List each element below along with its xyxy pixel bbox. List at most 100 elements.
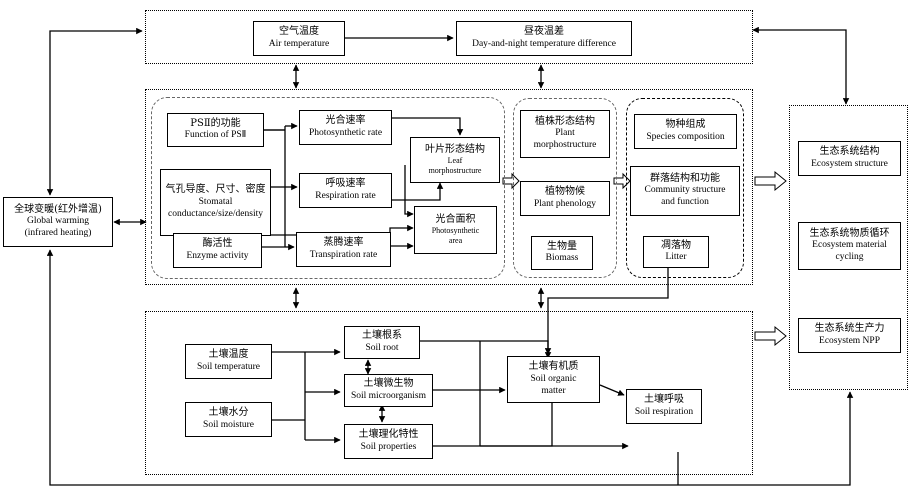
ecosystem-structure-box: 生态系统结构 Ecosystem structure (798, 141, 901, 176)
respiration-rate-box: 呼吸速率 Respiration rate (299, 173, 392, 208)
enzyme-activity-box: 酶活性 Enzyme activity (173, 233, 262, 268)
soil-organic-matter-zh: 土壤有机质 (528, 361, 579, 373)
leaf-morphostructure-zh: 叶片形态结构 (425, 143, 485, 155)
enzyme-activity-zh: 酶活性 (202, 238, 233, 250)
day-night-diff-en: Day-and-night temperature difference (472, 38, 616, 49)
ecosystem-cycling-zh: 生态系统物质循环 (809, 227, 890, 239)
species-composition-box: 物种组成 Species composition (634, 114, 737, 149)
hollow-arrow-4 (754, 325, 787, 347)
soil-respiration-box: 土壤呼吸 Soil respiration (626, 389, 702, 424)
plant-morphostructure-en-2: morphostructure (533, 140, 597, 151)
species-composition-en: Species composition (646, 131, 725, 142)
biomass-en: Biomass (545, 253, 579, 264)
soil-temperature-en: Soil temperature (196, 361, 261, 372)
day-night-diff-box: 昼夜温差 Day-and-night temperature differenc… (456, 21, 632, 56)
plant-panel (145, 89, 753, 285)
ecosystem-cycling-en-2: cycling (835, 252, 864, 263)
soil-properties-en: Soil properties (360, 441, 417, 452)
biomass-zh: 生物量 (547, 240, 577, 252)
plant-phenology-zh: 植物物候 (545, 186, 585, 198)
litter-box: 凋落物 Litter (643, 236, 709, 268)
global-warming-en-1: Global warming (26, 216, 89, 227)
soil-microorganism-zh: 土壤微生物 (363, 378, 414, 390)
biomass-box: 生物量 Biomass (531, 236, 593, 270)
soil-respiration-zh: 土壤呼吸 (644, 394, 684, 406)
psii-function-zh: PSⅡ的功能 (190, 117, 241, 129)
ecosystem-npp-box: 生态系统生产力 Ecosystem NPP (798, 318, 901, 353)
psii-function-en: Function of PSⅡ (184, 130, 247, 141)
photosynthetic-area-en-2: area (448, 236, 463, 246)
air-temperature-zh: 空气温度 (279, 26, 319, 38)
leaf-morphostructure-en-2: morphostructure (428, 166, 482, 176)
leaf-morphostructure-en-1: Leaf (447, 156, 463, 166)
species-composition-zh: 物种组成 (665, 119, 706, 131)
soil-panel (145, 311, 753, 475)
day-night-diff-zh: 昼夜温差 (524, 26, 564, 38)
physiology-group (151, 97, 505, 279)
plant-morphostructure-en-1: Plant (555, 128, 575, 139)
morphology-group (513, 98, 617, 278)
climate-panel (145, 10, 753, 64)
psii-function-box: PSⅡ的功能 Function of PSⅡ (167, 113, 264, 147)
community-structure-en-1: Community structure (644, 185, 726, 196)
soil-temperature-zh: 土壤温度 (208, 349, 249, 361)
arrow-global-to-soil (46, 249, 854, 486)
photosynthetic-rate-box: 光合速率 Photosynthetic rate (299, 110, 392, 145)
transpiration-rate-box: 蒸腾速率 Transpiration rate (296, 232, 391, 267)
soil-microorganism-box: 土壤微生物 Soil microorganism (344, 374, 433, 407)
soil-moisture-en: Soil moisture (203, 419, 254, 430)
community-structure-zh: 群落结构和功能 (650, 172, 720, 184)
arrow-resp-to-leaf (392, 182, 444, 201)
transpiration-rate-zh: 蒸腾速率 (323, 237, 364, 249)
arrow-top-to-eco (752, 26, 850, 105)
soil-properties-box: 土壤理化特性 Soil properties (344, 424, 433, 459)
soil-root-box: 土壤根系 Soil root (344, 326, 420, 359)
ecosystem-cycling-box: 生态系统物质循环 Ecosystem material cycling (798, 222, 901, 270)
photosynthetic-area-en-1: Photosynthetic (431, 226, 480, 236)
plant-phenology-box: 植物物候 Plant phenology (520, 181, 610, 216)
soil-moisture-zh: 土壤水分 (208, 407, 249, 419)
soil-organic-matter-en-2: matter (541, 385, 566, 396)
soil-moisture-box: 土壤水分 Soil moisture (185, 402, 272, 437)
stomatal-zh: 气孔导度、尺寸、密度 (165, 184, 266, 196)
air-temperature-en: Air temperature (268, 38, 330, 49)
hollow-arrow-3 (754, 170, 787, 192)
stomatal-en-1: Stomatal (198, 196, 233, 207)
soil-respiration-en: Soil respiration (634, 406, 694, 417)
respiration-rate-zh: 呼吸速率 (325, 178, 366, 190)
respiration-rate-en: Respiration rate (315, 190, 376, 201)
photosynthetic-rate-zh: 光合速率 (325, 115, 366, 127)
community-structure-en-2: and function (661, 197, 709, 208)
arrow-leaf-to-area (404, 165, 414, 218)
air-temperature-box: 空气温度 Air temperature (253, 21, 345, 56)
photosynthetic-rate-en: Photosynthetic rate (308, 127, 383, 138)
soil-root-en: Soil root (365, 342, 399, 353)
enzyme-activity-en: Enzyme activity (186, 250, 249, 261)
litter-en: Litter (665, 252, 687, 263)
arrow-litter-to-som (544, 268, 669, 359)
arrow-photo-to-leaf (392, 117, 464, 136)
ecosystem-npp-zh: 生态系统生产力 (814, 323, 885, 335)
global-warming-box: 全球变暖(红外增温) Global warming (infrared heat… (3, 197, 113, 247)
photosynthetic-area-zh: 光合面积 (435, 213, 476, 225)
soil-root-zh: 土壤根系 (362, 330, 402, 342)
plant-morphostructure-box: 植株形态结构 Plant morphostructure (520, 110, 610, 158)
stomatal-box: 气孔导度、尺寸、密度 Stomatal conductance/size/den… (160, 169, 271, 236)
soil-properties-zh: 土壤理化特性 (358, 429, 419, 441)
soil-organic-matter-box: 土壤有机质 Soil organic matter (507, 356, 600, 403)
community-group (626, 98, 744, 278)
photosynthetic-area-box: 光合面积 Photosynthetic area (414, 206, 497, 254)
ecosystem-panel (789, 105, 908, 390)
global-warming-en-2: (infrared heating) (24, 228, 92, 239)
ecosystem-structure-zh: 生态系统结构 (819, 146, 880, 158)
global-warming-zh: 全球变暖(红外增温) (14, 203, 102, 215)
ecosystem-cycling-en-1: Ecosystem material (812, 240, 887, 251)
arrow-global-to-top (46, 27, 143, 196)
ecosystem-npp-en: Ecosystem NPP (819, 335, 880, 346)
soil-temperature-box: 土壤温度 Soil temperature (185, 344, 272, 379)
leaf-morphostructure-box: 叶片形态结构 Leaf morphostructure (410, 137, 500, 183)
stomatal-en-2: conductance/size/density (168, 208, 263, 219)
litter-zh: 凋落物 (661, 239, 691, 251)
